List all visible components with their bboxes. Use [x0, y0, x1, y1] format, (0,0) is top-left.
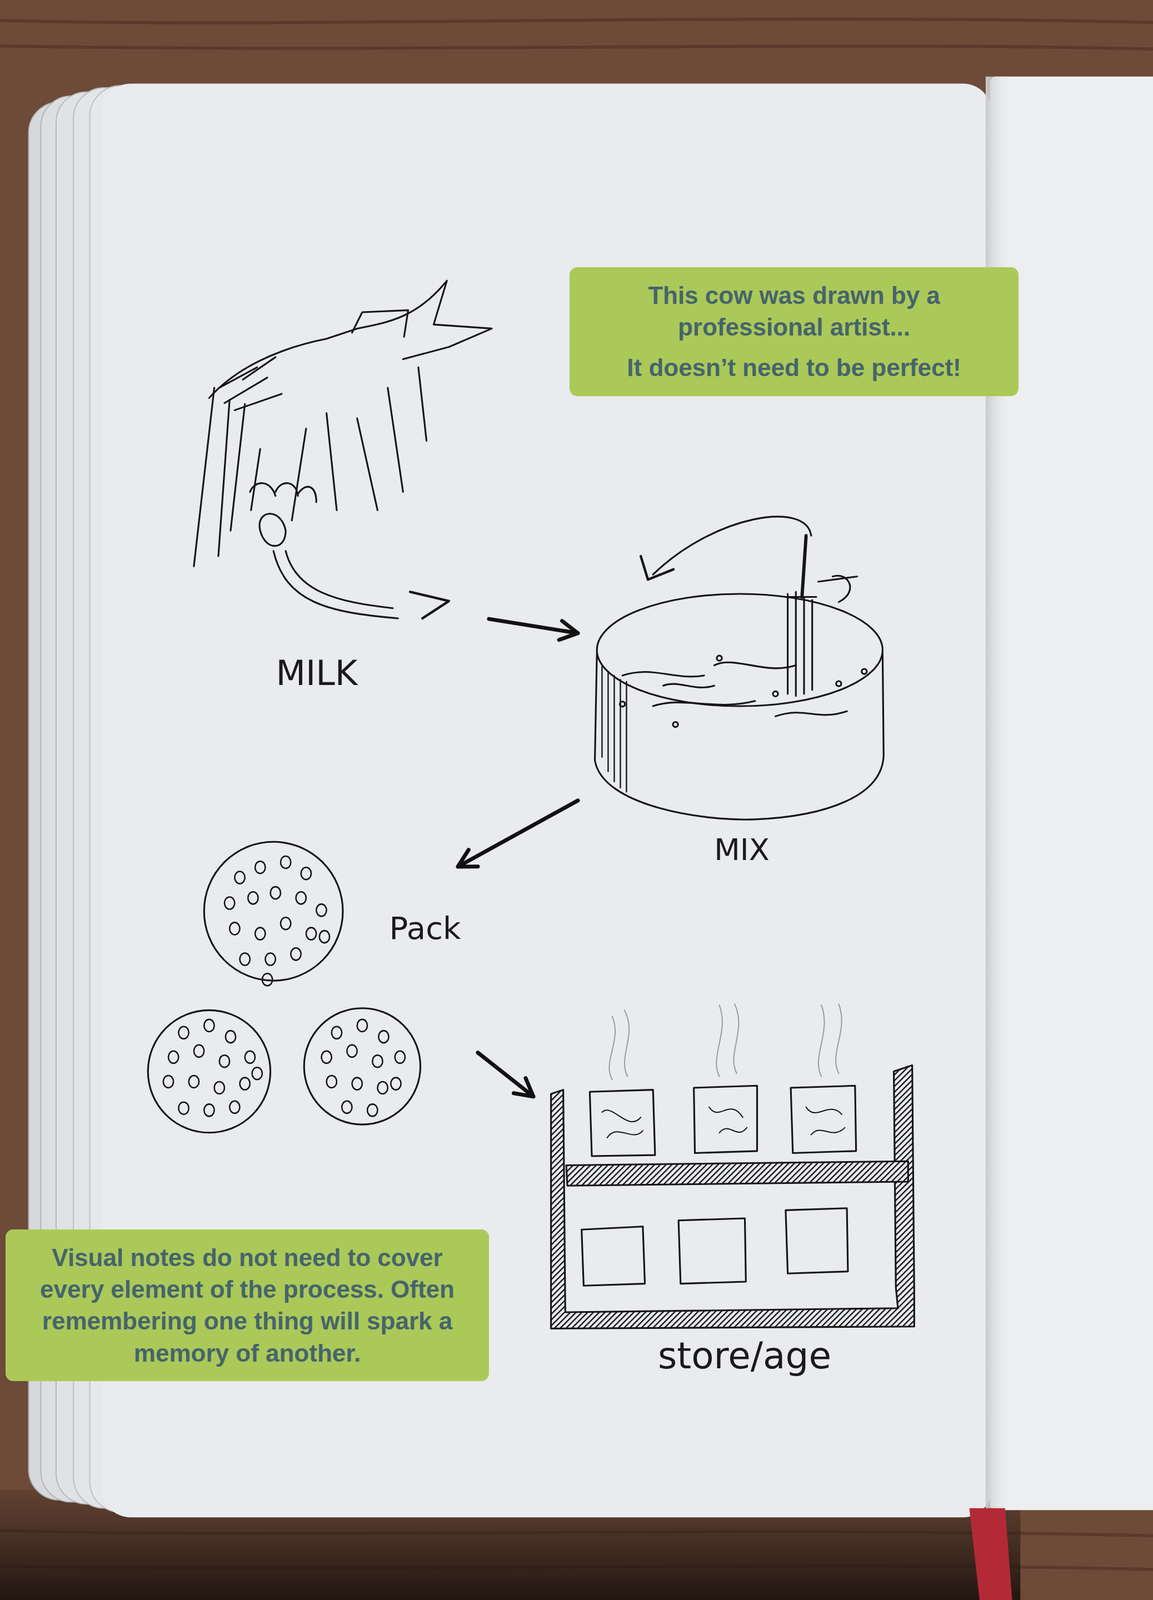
stage-sketch: MILK	[183, 272, 489, 712]
handwritten-label: MIX	[714, 833, 770, 867]
note-callout: Visual notes do not need to cover every …	[5, 1229, 489, 1382]
handwritten-label: Pack	[389, 911, 462, 946]
flow-arrow	[457, 800, 578, 867]
handwritten-label: MILK	[276, 654, 358, 693]
note-callout: This cow was drawn by a professional art…	[569, 267, 1019, 397]
stage-sketch: store/age	[533, 989, 934, 1384]
callout-text: Visual notes do not need to cover every …	[18, 1241, 476, 1370]
stage-sketch: MIX	[577, 477, 901, 890]
arrow-line	[457, 800, 578, 867]
stage-sketch: Pack	[144, 866, 478, 1137]
flow-arrow	[477, 1052, 534, 1097]
callout-text: This cow was drawn by a professional art…	[582, 279, 1006, 343]
handwritten-label: store/age	[657, 1336, 832, 1377]
flow-arrow	[488, 619, 578, 641]
callout-text: It doesn’t need to be perfect!	[582, 351, 1006, 384]
arrow-line	[477, 1052, 534, 1097]
arrow-line	[488, 619, 578, 641]
